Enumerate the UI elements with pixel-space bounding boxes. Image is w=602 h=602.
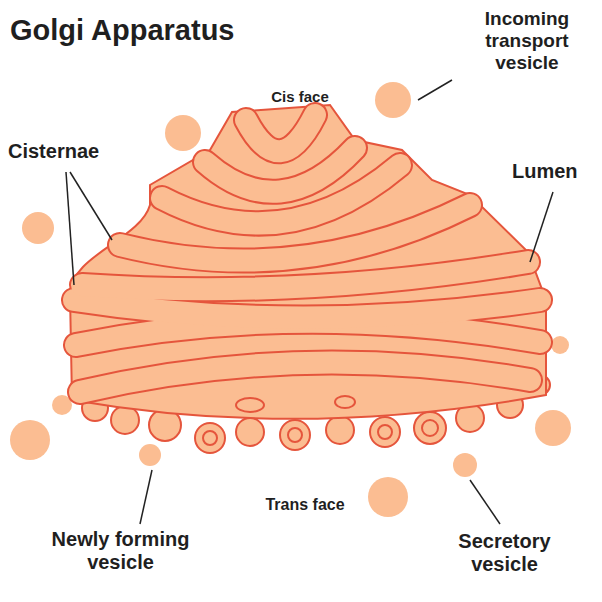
vesicle <box>551 336 569 354</box>
part-label: Trans face <box>250 496 360 514</box>
vesicle <box>375 82 411 118</box>
bud <box>236 418 264 446</box>
golgi-body <box>70 105 546 419</box>
part-label: Cisternae <box>8 140 138 163</box>
vesicle <box>139 444 161 466</box>
vesicle <box>368 477 408 517</box>
part-label: Lumen <box>512 160 596 183</box>
vesicle <box>10 420 50 460</box>
leader-line <box>70 172 112 240</box>
bud <box>195 423 225 453</box>
part-label: Secretory vesicle <box>432 530 577 576</box>
bud <box>370 417 400 447</box>
bud <box>414 412 446 444</box>
leader-line <box>530 192 553 262</box>
vesicle <box>22 212 54 244</box>
cisternae <box>74 115 540 392</box>
vesicle <box>165 115 201 151</box>
inner-rings <box>203 396 438 445</box>
part-label: Newly forming vesicle <box>18 528 223 574</box>
leader-line <box>418 80 452 100</box>
leader-line <box>140 470 152 524</box>
leader-lines <box>66 80 553 524</box>
vesicle <box>453 453 477 477</box>
bud <box>280 420 310 450</box>
part-label: Cis face <box>245 88 355 105</box>
leader-line <box>470 480 500 524</box>
title: Golgi Apparatus <box>10 14 235 47</box>
part-label: Incoming transport vesicle <box>458 8 596 74</box>
vesicle <box>535 410 571 446</box>
bud <box>326 416 354 444</box>
leader-line <box>66 172 74 285</box>
